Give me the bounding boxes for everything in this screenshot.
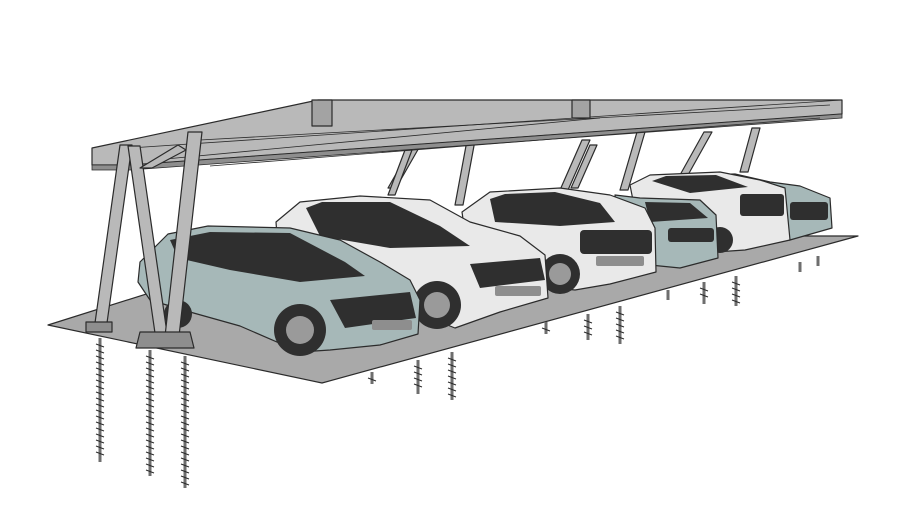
screw-thread	[95, 361, 105, 366]
screw-thread	[95, 391, 105, 396]
screw-thread	[615, 323, 625, 328]
screw-thread	[180, 367, 190, 372]
screw-thread	[95, 373, 105, 378]
screw-thread	[447, 375, 457, 380]
screw-thread	[731, 281, 741, 286]
car-2	[461, 187, 657, 294]
screw-thread	[413, 383, 423, 388]
screw-thread	[95, 349, 105, 354]
screw-thread	[95, 421, 105, 426]
screw-thread	[145, 391, 155, 396]
screw-thread	[180, 385, 190, 390]
screw-thread	[95, 403, 105, 408]
screw-thread	[145, 445, 155, 450]
screw-thread	[95, 355, 105, 360]
screw-thread	[145, 451, 155, 456]
screw-thread	[180, 457, 190, 462]
screw-thread	[447, 369, 457, 374]
screw-thread	[541, 327, 551, 332]
screw-thread	[95, 433, 105, 438]
screw-thread	[583, 319, 593, 324]
screw-thread	[95, 445, 105, 450]
screw-thread	[95, 427, 105, 432]
screw-thread	[95, 439, 105, 444]
screw-thread	[145, 439, 155, 444]
screw-thread	[145, 403, 155, 408]
screw-thread	[145, 457, 155, 462]
screw-thread	[180, 463, 190, 468]
screw-thread	[145, 355, 155, 360]
screw-thread	[180, 373, 190, 378]
screw-thread	[180, 397, 190, 402]
screw-thread	[413, 377, 423, 382]
screw-thread	[180, 469, 190, 474]
screw-thread	[180, 445, 190, 450]
screw-thread	[615, 311, 625, 316]
screw-thread	[615, 329, 625, 334]
screw-thread	[145, 463, 155, 468]
screw-thread	[95, 415, 105, 420]
screw-thread	[145, 421, 155, 426]
screw-thread	[95, 367, 105, 372]
screw-thread	[145, 361, 155, 366]
screw-thread	[145, 397, 155, 402]
screw-thread	[367, 377, 377, 382]
screw-thread	[413, 371, 423, 376]
ground-screws	[95, 256, 820, 488]
screw-thread	[447, 363, 457, 368]
screw-thread	[145, 373, 155, 378]
screw-thread	[180, 379, 190, 384]
screw-thread	[180, 421, 190, 426]
screw-thread	[145, 379, 155, 384]
screw-thread	[699, 293, 709, 298]
front-posts	[85, 131, 203, 349]
screw-thread	[180, 403, 190, 408]
screw-thread	[180, 415, 190, 420]
screw-thread	[180, 433, 190, 438]
screw-thread	[95, 385, 105, 390]
screw-thread	[145, 367, 155, 372]
screw-thread	[145, 433, 155, 438]
screw-thread	[731, 287, 741, 292]
car-1	[275, 195, 549, 329]
screw-thread	[731, 293, 741, 298]
car-0	[137, 225, 421, 356]
screw-thread	[95, 451, 105, 456]
screw-thread	[180, 439, 190, 444]
roof-frame	[91, 99, 843, 171]
screw-thread	[699, 287, 709, 292]
screw-thread	[180, 361, 190, 366]
screw-thread	[413, 365, 423, 370]
screw-thread	[95, 379, 105, 384]
screw-thread	[180, 427, 190, 432]
screw-thread	[145, 409, 155, 414]
screw-thread	[95, 409, 105, 414]
screw-thread	[615, 335, 625, 340]
screw-thread	[447, 393, 457, 398]
screw-thread	[731, 299, 741, 304]
screw-thread	[180, 481, 190, 486]
screw-thread	[180, 475, 190, 480]
screw-thread	[145, 415, 155, 420]
screw-thread	[145, 385, 155, 390]
screw-thread	[583, 331, 593, 336]
rear-posts	[387, 127, 761, 206]
screw-thread	[447, 357, 457, 362]
screw-thread	[447, 381, 457, 386]
screw-thread	[615, 317, 625, 322]
screw-thread	[145, 469, 155, 474]
screw-thread	[180, 451, 190, 456]
screw-thread	[180, 391, 190, 396]
screw-thread	[447, 387, 457, 392]
screw-thread	[145, 427, 155, 432]
screw-thread	[180, 409, 190, 414]
screw-thread	[95, 397, 105, 402]
screw-thread	[583, 325, 593, 330]
screw-thread	[95, 343, 105, 348]
